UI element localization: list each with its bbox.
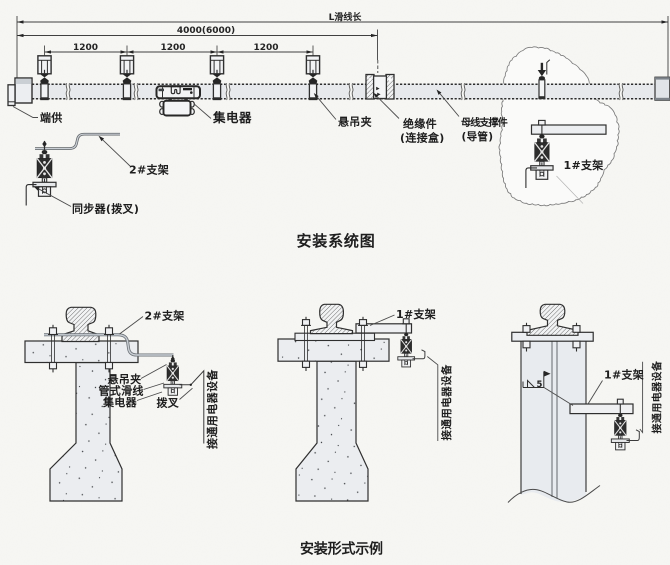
label-bracket2-top: 2#支架 [129, 163, 169, 177]
label-connect-equipment-right: 接通用电器设备 [651, 360, 664, 433]
label-bracket1-cloud: 1#支架 [564, 158, 604, 172]
rail-clamp-bolts [301, 316, 368, 371]
label-insulator: 绝缘件 [403, 117, 437, 131]
label-bracket2-example: 2#支架 [145, 309, 185, 323]
equipment-leader [427, 356, 439, 441]
example-right: 5 1#支架 接通用电器设备 [507, 303, 664, 503]
equipment-wire [179, 369, 205, 444]
crane-rail [526, 303, 579, 336]
column-body [521, 341, 586, 502]
equipment-wire [412, 349, 426, 360]
seat-plate [294, 332, 376, 342]
title-system-diagram: 安装系统图 [297, 232, 376, 250]
rail-clamp-bolts [48, 324, 114, 373]
crease-line [556, 175, 584, 204]
label-connect-equipment-middle: 接通用电器设备 [440, 364, 453, 440]
field-weld-flag-icon [543, 370, 551, 377]
break-curve [507, 485, 601, 503]
label-suspension-clamp-top: 悬吊夹 [337, 115, 372, 129]
label-collector-example: 集电器 [102, 395, 138, 409]
label-connect-equipment-left: 接通用电器设备 [205, 369, 219, 449]
example-middle: 1#支架 接通用电器设备 [277, 303, 453, 502]
label-end-feed: 端供 [40, 111, 63, 125]
insert-arrow-icon [537, 70, 547, 77]
bracket1-bar [569, 403, 634, 415]
bracket2-sketch [25, 132, 120, 206]
equipment-leader [639, 361, 644, 434]
insulator-joint [365, 73, 395, 100]
example-left: 2#支架 悬吊夹 管式滑线 集电器 拨叉 接通用电器设备 [24, 306, 219, 502]
label-synchronizer: 同步器(拨叉) [72, 202, 139, 216]
leader-lines-top [12, 93, 460, 207]
leader-arrow-icon [98, 135, 105, 142]
bracket1-bar [355, 323, 413, 334]
beam-flange [277, 338, 390, 362]
weld-size: 5 [537, 380, 543, 390]
title-installation-examples: 安装形式示例 [300, 541, 383, 558]
plate-bolts [522, 322, 581, 352]
crane-rail [61, 306, 100, 343]
dim-spacing-3: 1200 [253, 43, 278, 53]
dim-spacing-2: 1200 [160, 43, 185, 53]
leader-arrow-icon [373, 92, 379, 98]
weld-symbol: 5 [522, 370, 574, 406]
fork-leader [179, 387, 193, 400]
leader-lines-left-example [119, 316, 167, 401]
label-suspension-clamp-example: 悬吊夹 [107, 372, 142, 386]
crane-rail [309, 303, 354, 335]
label-conduit: (导管) [462, 130, 494, 143]
installation-examples: 2#支架 悬吊夹 管式滑线 集电器 拨叉 接通用电器设备 [24, 303, 664, 558]
dim-total-length: L滑线长 [329, 11, 363, 23]
label-busbar-support: 母线支撑件 [461, 116, 508, 129]
system-diagram: L滑线长 4000(6000) 1200 1200 1200 [7, 11, 670, 250]
leader-arrow-icon [33, 186, 40, 191]
label-bracket1-right: 1#支架 [604, 368, 644, 382]
cloud-fork-wire [525, 167, 537, 188]
current-collector [155, 85, 201, 117]
rail-break-marks [65, 82, 624, 101]
label-junction-box: (连接盒) [400, 131, 445, 145]
rail-end-cap [654, 76, 670, 101]
dimension-lines [16, 16, 669, 78]
beam-web [295, 360, 369, 502]
cloud-bracket-assembly [525, 119, 607, 188]
dim-section-length: 4000(6000) [177, 26, 235, 36]
dim-spacing-1: 1200 [73, 43, 98, 53]
beam-web [49, 361, 123, 502]
leader-arrow-icon [313, 93, 319, 99]
label-bracket1-middle: 1#支架 [396, 307, 436, 321]
label-fork: 拨叉 [157, 396, 180, 410]
end-feed-unit [7, 77, 33, 107]
sync-fork-wire [25, 184, 37, 206]
label-collector-top: 集电器 [212, 110, 252, 125]
label-tube-slide-wire: 管式滑线 [99, 384, 144, 398]
equipment-wire [626, 429, 640, 441]
beam-flange [24, 340, 139, 364]
busbar-support-rod [537, 59, 551, 100]
leader-arrow-icon [436, 89, 442, 95]
